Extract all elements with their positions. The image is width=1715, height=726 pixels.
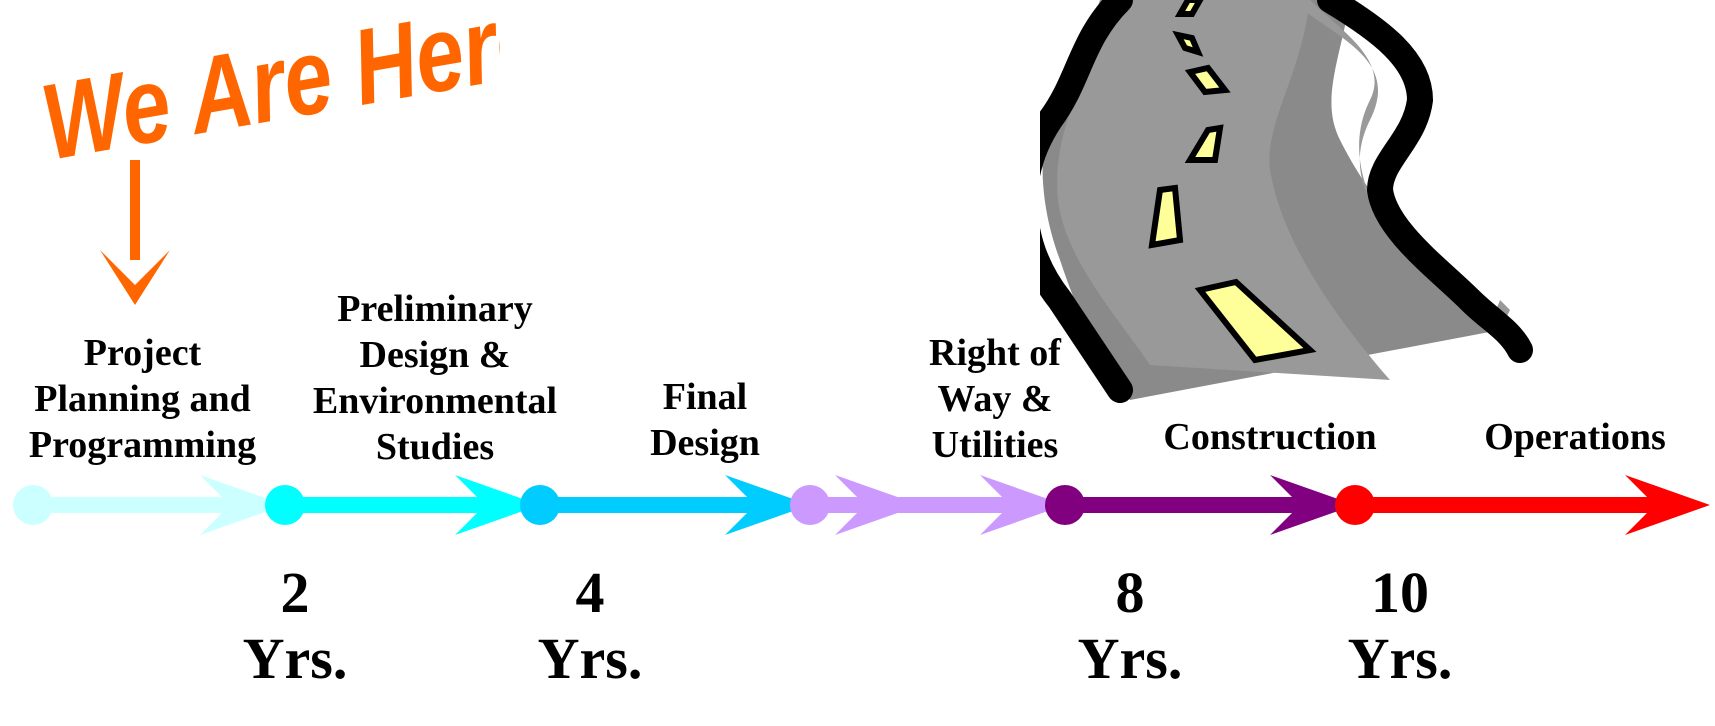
year-value: 4 <box>575 560 605 625</box>
year-marker-10: 10 Yrs. <box>1305 560 1495 692</box>
year-marker-8: 8 Yrs. <box>1035 560 1225 692</box>
road-right-edge <box>1317 0 1533 363</box>
year-marker-2: 2 Yrs. <box>200 560 390 692</box>
timeline-node-1 <box>13 485 53 525</box>
timeline-arrow-5 <box>1045 475 1355 535</box>
timeline-arrow-3 <box>520 475 810 535</box>
year-unit: Yrs. <box>242 626 348 691</box>
phase-label-preliminary-design: Preliminary Design & Environmental Studi… <box>312 288 558 468</box>
road-surface <box>1057 0 1390 380</box>
year-value: 10 <box>1371 560 1429 625</box>
timeline-arrow-4 <box>790 475 1065 535</box>
phase-label-right-of-way: Right of Way & Utilities <box>929 332 1061 466</box>
year-unit: Yrs. <box>1077 626 1183 691</box>
timeline-node-5 <box>1045 485 1085 525</box>
we-are-here-text: We Are Here <box>33 0 500 170</box>
timeline-node-3 <box>520 485 560 525</box>
phase-label-operations: Operations <box>1484 416 1666 458</box>
timeline-arrow-6 <box>1335 475 1710 535</box>
winding-road-illustration <box>1040 0 1533 403</box>
phase-label-planning: Project Planning and Programming <box>28 332 257 466</box>
year-marker-4: 4 Yrs. <box>495 560 685 692</box>
phase-label-construction: Construction <box>1163 416 1377 458</box>
down-arrow-icon <box>100 160 170 305</box>
year-unit: Yrs. <box>537 626 643 691</box>
timeline-node-6 <box>1335 485 1375 525</box>
year-unit: Yrs. <box>1347 626 1453 691</box>
road-left-edge <box>1040 0 1133 403</box>
timeline-node-2 <box>265 485 305 525</box>
year-value: 2 <box>280 560 310 625</box>
year-value: 8 <box>1115 560 1145 625</box>
timeline-arrow-2 <box>265 475 540 535</box>
lane-stripes <box>1148 0 1317 364</box>
timeline-arrows <box>13 475 1710 535</box>
phase-label-final-design: Final Design <box>650 376 760 464</box>
we-are-here-banner: We Are Here <box>33 0 500 170</box>
timeline-arrow-1 <box>13 475 285 535</box>
timeline-node-4 <box>790 485 830 525</box>
